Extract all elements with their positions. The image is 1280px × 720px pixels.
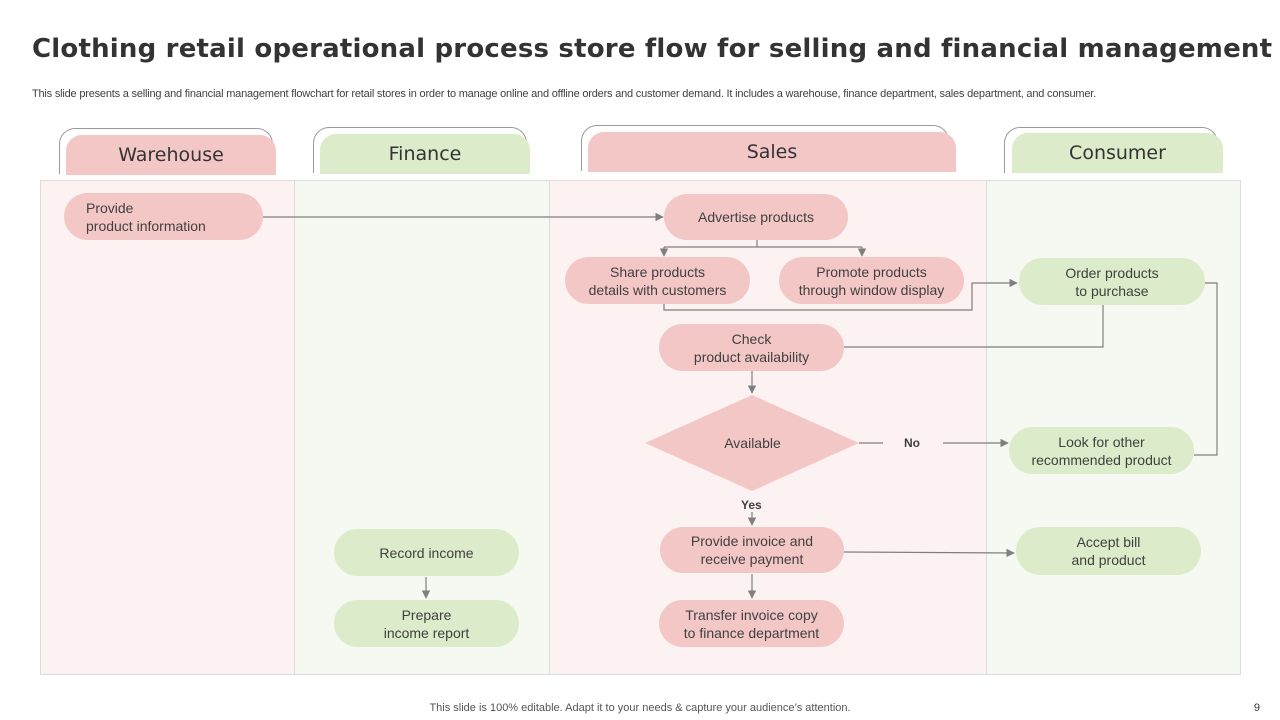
edge-order-to-check <box>844 305 1104 348</box>
lane-header-consumer: Consumer <box>1012 133 1223 173</box>
lane-header-sales-label: Sales <box>746 141 798 163</box>
edge-share-promote-to-order <box>663 278 1018 311</box>
lane-header-finance: Finance <box>320 134 530 174</box>
lane-header-warehouse-label: Warehouse <box>118 144 224 166</box>
node-provide-product-information: Provide product information <box>64 193 263 240</box>
node-look-for-other: Look for other recommended product <box>1009 427 1194 474</box>
available-decision-diamond <box>645 395 859 491</box>
edge-look-to-order <box>1194 282 1218 456</box>
node-promote-products: Promote products through window display <box>779 257 964 304</box>
lane-header-consumer-label: Consumer <box>1069 142 1166 164</box>
slide-footer: This slide is 100% editable. Adapt it to… <box>429 702 851 714</box>
available-decision-label: Available <box>724 435 781 451</box>
node-transfer-invoice: Transfer invoice copy to finance departm… <box>659 600 844 647</box>
node-check-availability: Check product availability <box>659 324 844 371</box>
node-prepare-income-report: Prepare income report <box>334 600 519 647</box>
node-accept-bill: Accept bill and product <box>1016 527 1201 575</box>
node-record-income: Record income <box>334 529 519 576</box>
edge-label-yes: Yes <box>741 498 762 512</box>
lane-header-warehouse: Warehouse <box>66 135 276 175</box>
node-provide-invoice: Provide invoice and receive payment <box>660 527 844 573</box>
slide-title: Clothing retail operational process stor… <box>32 34 1273 64</box>
node-order-products: Order products to purchase <box>1019 258 1205 305</box>
edge-label-no: No <box>904 436 920 450</box>
node-share-products: Share products details with customers <box>565 257 750 304</box>
lane-header-finance-label: Finance <box>388 143 462 165</box>
node-advertise-products: Advertise products <box>664 194 848 240</box>
slide-subtitle: This slide presents a selling and financ… <box>32 88 1096 100</box>
page-number: 9 <box>1253 702 1260 714</box>
lane-header-sales: Sales <box>588 132 956 172</box>
lane-warehouse <box>40 180 295 675</box>
edge-invoice-to-accept <box>843 548 1015 558</box>
